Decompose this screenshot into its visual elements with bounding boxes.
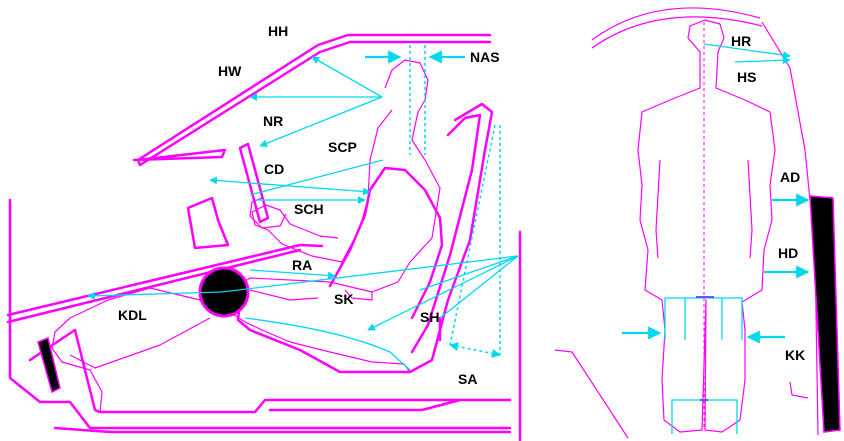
roof-arc (591, 7, 819, 436)
label-ra: RA (292, 257, 312, 273)
floor-front (554, 349, 809, 439)
roof-outline (132, 33, 492, 167)
measure-lines-front (622, 43, 810, 344)
measure-lines-side (87, 45, 519, 371)
label-kdl: KDL (118, 307, 147, 323)
side-view: HH HW NAS NR SCP CD SCH RA SK KDL SH SA (6, 23, 522, 441)
front-view: HR HS AD HD KK (554, 7, 841, 439)
label-sch: SCH (294, 201, 324, 217)
seat-front (664, 296, 743, 434)
dashboard-outline (6, 196, 324, 324)
label-hs: HS (737, 69, 756, 85)
occupant-side (51, 59, 441, 413)
floor-outline (8, 198, 522, 441)
label-sa: SA (458, 371, 477, 387)
label-hr: HR (731, 33, 751, 49)
label-kk: KK (785, 347, 805, 363)
occupant-front (637, 19, 776, 433)
label-cd: CD (264, 161, 284, 177)
label-sk: SK (334, 291, 353, 307)
label-nr: NR (263, 113, 283, 129)
door-panel (809, 195, 841, 433)
steering-wheel (238, 142, 287, 229)
label-sh: SH (420, 309, 439, 325)
label-hh: HH (268, 23, 288, 39)
label-scp: SCP (328, 139, 357, 155)
label-nas: NAS (470, 49, 500, 65)
label-ad: AD (780, 169, 800, 185)
label-hw: HW (218, 63, 242, 79)
label-hd: HD (778, 245, 798, 261)
pedal (37, 336, 61, 394)
